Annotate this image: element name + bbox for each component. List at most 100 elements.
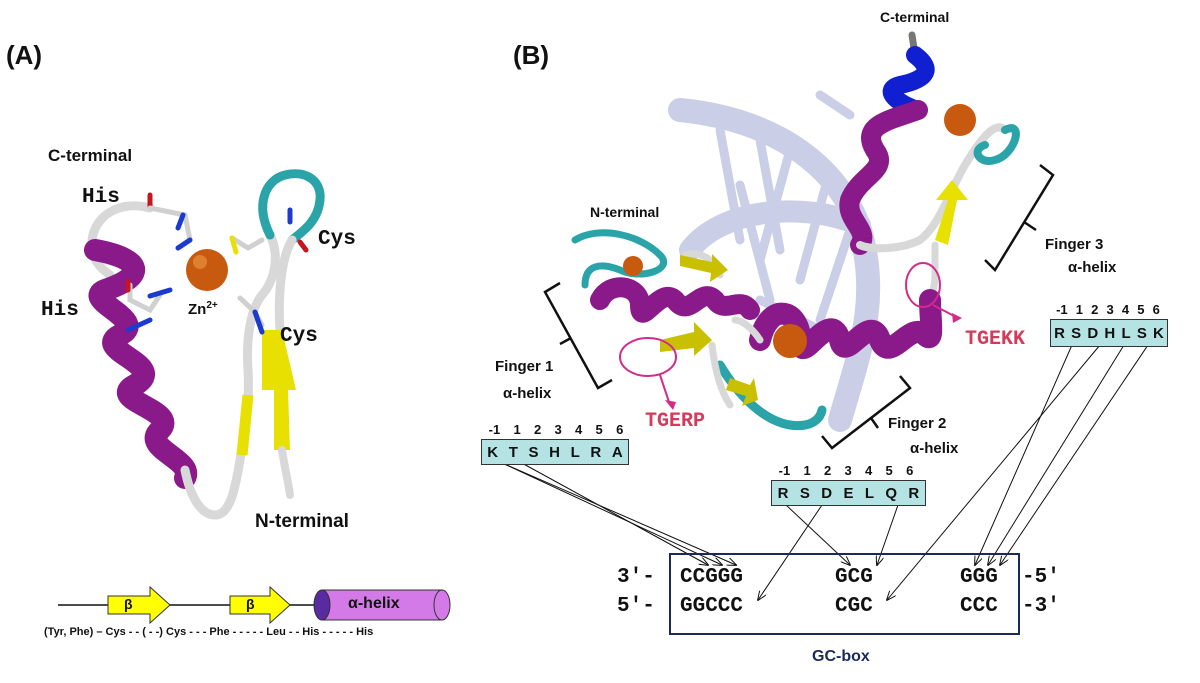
gcbox-top-right: -5′ (1022, 566, 1060, 589)
f3-residue: D (1087, 324, 1099, 342)
finger1-bracket (543, 281, 613, 390)
a-coil-nterm (278, 446, 294, 499)
f2-residue: D (821, 484, 833, 502)
b-zinc-ion-1 (623, 256, 643, 276)
f3-index: 2 (1091, 302, 1099, 317)
f1-index: 3 (554, 422, 562, 437)
gcbox-bottom-left: 5′- (617, 595, 655, 618)
gcbox-caption: GC-box (812, 648, 870, 665)
a-side-chains (125, 192, 309, 335)
topology-helix-cylinder (321, 589, 443, 621)
a-c-terminal-label: C-terminal (48, 146, 133, 165)
f2-index: 5 (885, 463, 893, 478)
f2-index: 3 (844, 463, 852, 478)
f3-residue: S (1071, 324, 1082, 342)
b-sheet3 (935, 180, 968, 245)
f3-residue: L (1121, 324, 1131, 342)
f1-residue: K (487, 443, 499, 461)
f2-index: 4 (865, 463, 873, 478)
a-zn-label: Zn2+ (188, 300, 218, 318)
f3-index: 1 (1075, 302, 1083, 317)
panel-b-label: (B) (513, 40, 550, 70)
b-sheet1a (680, 254, 728, 282)
f3-index: 6 (1152, 302, 1160, 317)
finger2-name: Finger 2 (888, 415, 947, 432)
contact-arrows (499, 344, 1149, 600)
gcbox-top-left: 3′- (617, 566, 655, 589)
f3-index: 4 (1121, 302, 1130, 317)
finger3-name: Finger 3 (1045, 236, 1104, 253)
f1-residue: R (590, 443, 602, 461)
f2-residue: E (843, 484, 854, 502)
topology-beta-arrow-1 (107, 585, 171, 625)
b-finger1-helix (590, 277, 760, 323)
gcbox-top-seq-3: GGG (960, 566, 998, 589)
gcbox-bottom-right: -3′ (1022, 595, 1060, 618)
a-helix (84, 239, 197, 489)
panel-a-topology (58, 585, 451, 625)
f2-residue: R (908, 484, 920, 502)
b-zinc-ion-2 (773, 324, 807, 358)
a-his2-label: His (41, 299, 79, 322)
a-sheet-1 (236, 394, 254, 456)
f3-index: 5 (1137, 302, 1145, 317)
gcbox-top-seq-2: GCG (835, 566, 873, 589)
topology-beta1-label: β (124, 596, 133, 612)
linker-tgerp: TGERP (645, 410, 706, 433)
finger-brackets (543, 164, 1055, 450)
linker-tgekk: TGEKK (965, 328, 1026, 351)
finger3-helix-label: α-helix (1068, 259, 1117, 276)
a-sheet-2 (262, 330, 296, 450)
b-finger3-helix (839, 100, 928, 255)
panel-b-structure (571, 31, 1020, 432)
b-zinc-ion-3 (944, 104, 976, 136)
f1-index: 5 (595, 422, 603, 437)
b-n-terminal-label: N-terminal (590, 204, 660, 220)
f1-residue: S (528, 443, 539, 461)
f1-residue: L (570, 443, 580, 461)
finger1-helix-label: α-helix (503, 385, 552, 402)
topology-beta2-label: β (246, 596, 255, 612)
a-n-terminal-label: N-terminal (255, 511, 349, 532)
f3-residue: H (1104, 324, 1116, 342)
f1-index: 2 (534, 422, 542, 437)
a-cys1-label: Cys (318, 228, 356, 251)
finger3-bracket (984, 164, 1055, 273)
f2-index: -1 (778, 463, 791, 478)
gcbox-bottom-seq-3: CCC (960, 595, 998, 618)
a-turn (258, 169, 325, 245)
b-turn1 (571, 229, 667, 289)
a-cys2-label: Cys (280, 325, 318, 348)
finger1-name: Finger 1 (495, 358, 554, 375)
linker-ellipse-tgerp (619, 337, 677, 377)
f2-index: 6 (906, 463, 914, 478)
f3-residue: R (1054, 324, 1065, 342)
gcbox-bottom-seq-2: CGC (835, 595, 873, 618)
b-sheet1b (660, 322, 712, 356)
b-turn3 (973, 124, 1020, 165)
linker-ellipse-tgekk (905, 262, 941, 308)
b-c-terminal-label: C-terminal (880, 9, 950, 25)
f2-residue: R (777, 484, 789, 502)
finger2-helix-label: α-helix (910, 440, 959, 457)
f2-index: 2 (824, 463, 832, 478)
f1-index: 6 (616, 422, 624, 437)
panel-a-label: (A) (6, 40, 43, 70)
f2-residue: S (799, 484, 810, 502)
a-his1-label: His (82, 186, 120, 209)
f3-index: -1 (1056, 302, 1068, 317)
gcbox-frame (669, 553, 1020, 635)
a-coil-right (274, 235, 297, 335)
a-zinc-ion (186, 249, 228, 291)
gcbox-top-seq-1: CCGGG (680, 566, 744, 589)
f2-index: 1 (803, 463, 811, 478)
motif-sequence: (Tyr, Phe) – Cys - - ( - -) Cys - - - Ph… (44, 626, 374, 638)
f3-residue: K (1153, 324, 1164, 342)
b-sheet2 (726, 378, 758, 406)
